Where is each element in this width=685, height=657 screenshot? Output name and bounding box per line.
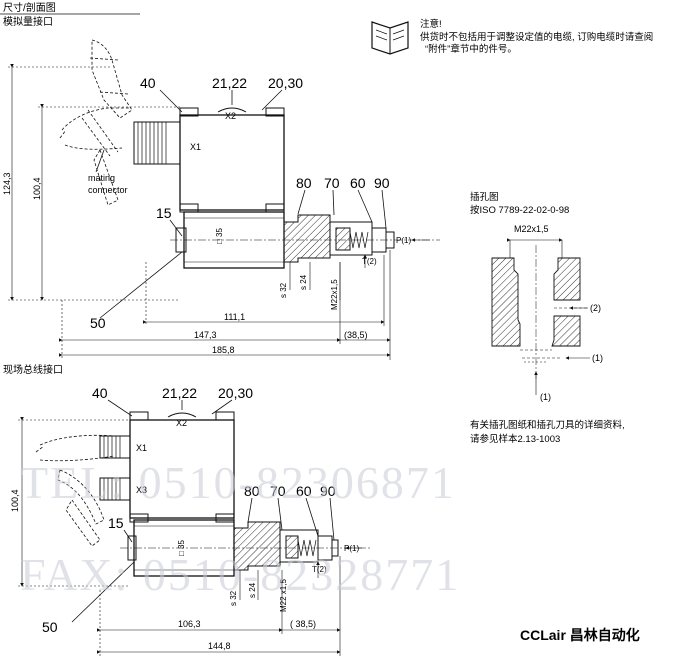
bottom-callout-40: 40 [92, 385, 108, 401]
top-label-mating: mating [88, 173, 115, 183]
top-label-connector: connector [88, 185, 128, 195]
top-callout-70: 70 [324, 175, 340, 191]
top-callout-80: 80 [296, 175, 312, 191]
bottom-label-port-p: P(1) [344, 544, 359, 553]
watermark-tel: TEL: 0510-82306871 [20, 457, 456, 508]
top-callout-50: 50 [90, 315, 106, 331]
top-dim-100: 100,4 [32, 177, 42, 200]
x1-connector-body [133, 121, 181, 165]
cavity-info-2: 请参见样本2.13-1003 [470, 433, 560, 445]
bottom-callout-90: 90 [320, 483, 336, 499]
top-dim-147: 147,3 [194, 330, 217, 340]
top-callout-60: 60 [350, 175, 366, 191]
valve-sleeve [329, 221, 373, 256]
housing-tab-left [179, 107, 199, 117]
top-callout-90: 90 [374, 175, 390, 191]
electronics-housing [179, 114, 285, 211]
bottom-label-x1: X1 [136, 443, 147, 453]
bottom-callout-50: 50 [42, 619, 58, 635]
top-label-x1: X1 [190, 142, 201, 152]
x1-connector [99, 435, 131, 459]
bottom-dim-38: ( 38,5) [290, 619, 316, 629]
fieldbus-title: 现场总线接口 [3, 363, 63, 376]
note-line-1: 供货时不包括用于调整设定值的电缆, 订购电缆时请查阅 [420, 31, 653, 43]
fieldbus-housing [129, 419, 235, 519]
bottom-label-port-t: T(2) [312, 565, 327, 574]
brand-label: CCLair 昌林自动化 [520, 627, 640, 643]
top-dimensions [8, 64, 430, 360]
top-callout-40: 40 [140, 75, 156, 91]
note-line-2: “附件”章节中的件号。 [425, 43, 517, 55]
bottom-callout-60: 60 [296, 483, 312, 499]
top-leaders [95, 89, 387, 319]
valve-nut [283, 214, 331, 263]
bottom-label-s24: s 24 [248, 582, 257, 598]
watermark-fax: FAX: 0510-82328771 [20, 549, 460, 600]
cavity-port-1a: (1) [592, 353, 603, 363]
housing-tab-bottom-right [265, 203, 285, 213]
top-callout-20-30: 20,30 [268, 75, 303, 91]
top-dim-38: (38,5) [344, 330, 368, 340]
bottom-callout-21-22: 21,22 [162, 385, 197, 401]
bottom-mating-outline [35, 434, 115, 547]
cavity-info-1: 有关插孔图纸和插孔刀具的详细资料, [470, 419, 625, 431]
housing-tab-bottom-left [179, 203, 199, 213]
book-icon [371, 21, 409, 55]
top-label-port-t: T(2) [362, 257, 377, 266]
analog-title: 模拟量接口 [3, 15, 53, 28]
bottom-dim-144: 144,8 [208, 641, 231, 651]
top-label-x2: X2 [225, 111, 236, 121]
bottom-callout-15: 15 [108, 515, 124, 531]
cavity-standard: 按ISO 7789-22-02-0-98 [470, 204, 569, 216]
bottom-dim-100: 100,4 [10, 489, 20, 512]
cavity-port-1b: (1) [540, 392, 551, 402]
bottom-callout-20-30: 20,30 [218, 385, 253, 401]
top-label-m22: M22x1,5 [330, 279, 339, 310]
bottom-callout-70: 70 [270, 483, 286, 499]
top-dim-111: 111,1 [224, 312, 245, 322]
cavity-thread: M22x1,5 [514, 224, 549, 234]
valve-tip [371, 227, 387, 253]
bottom-label-x2: X2 [176, 418, 187, 428]
bottom-label-sq35: □ 35 [177, 539, 186, 556]
bottom-label-x3: X3 [136, 485, 147, 495]
top-view [8, 39, 440, 360]
bottom-callout-80: 80 [244, 483, 260, 499]
mating-connector-outline [59, 39, 133, 206]
top-dim-124: 124,3 [2, 172, 12, 195]
bottom-view [18, 399, 370, 656]
top-label-s24: s 24 [299, 274, 308, 290]
valve-spring [349, 231, 369, 249]
bottom-dimensions [18, 417, 362, 656]
top-dome [217, 107, 247, 113]
section-title: 尺寸/剖面图 [3, 1, 56, 14]
top-label-sq35: □ 35 [215, 227, 224, 244]
top-dim-185: 185,8 [212, 345, 235, 355]
top-label-port-p: P(1) [396, 236, 411, 245]
cavity-title: 插孔图 [470, 191, 499, 203]
housing-tab-right [265, 107, 285, 117]
bottom-label-s32: s 32 [229, 590, 238, 606]
cavity-drawing [491, 238, 590, 395]
bottom-leaders [71, 399, 335, 623]
cavity-port-2: (2) [590, 303, 601, 313]
top-callout-21-22: 21,22 [212, 75, 247, 91]
x1-connector-knurl [137, 122, 167, 164]
note-title: 注意! [420, 18, 442, 30]
top-label-s32: s 32 [279, 282, 288, 298]
bottom-label-m22: M22 x1,5 [279, 579, 288, 612]
bottom-dim-106: 106,3 [178, 619, 201, 629]
top-callout-15: 15 [156, 205, 172, 221]
